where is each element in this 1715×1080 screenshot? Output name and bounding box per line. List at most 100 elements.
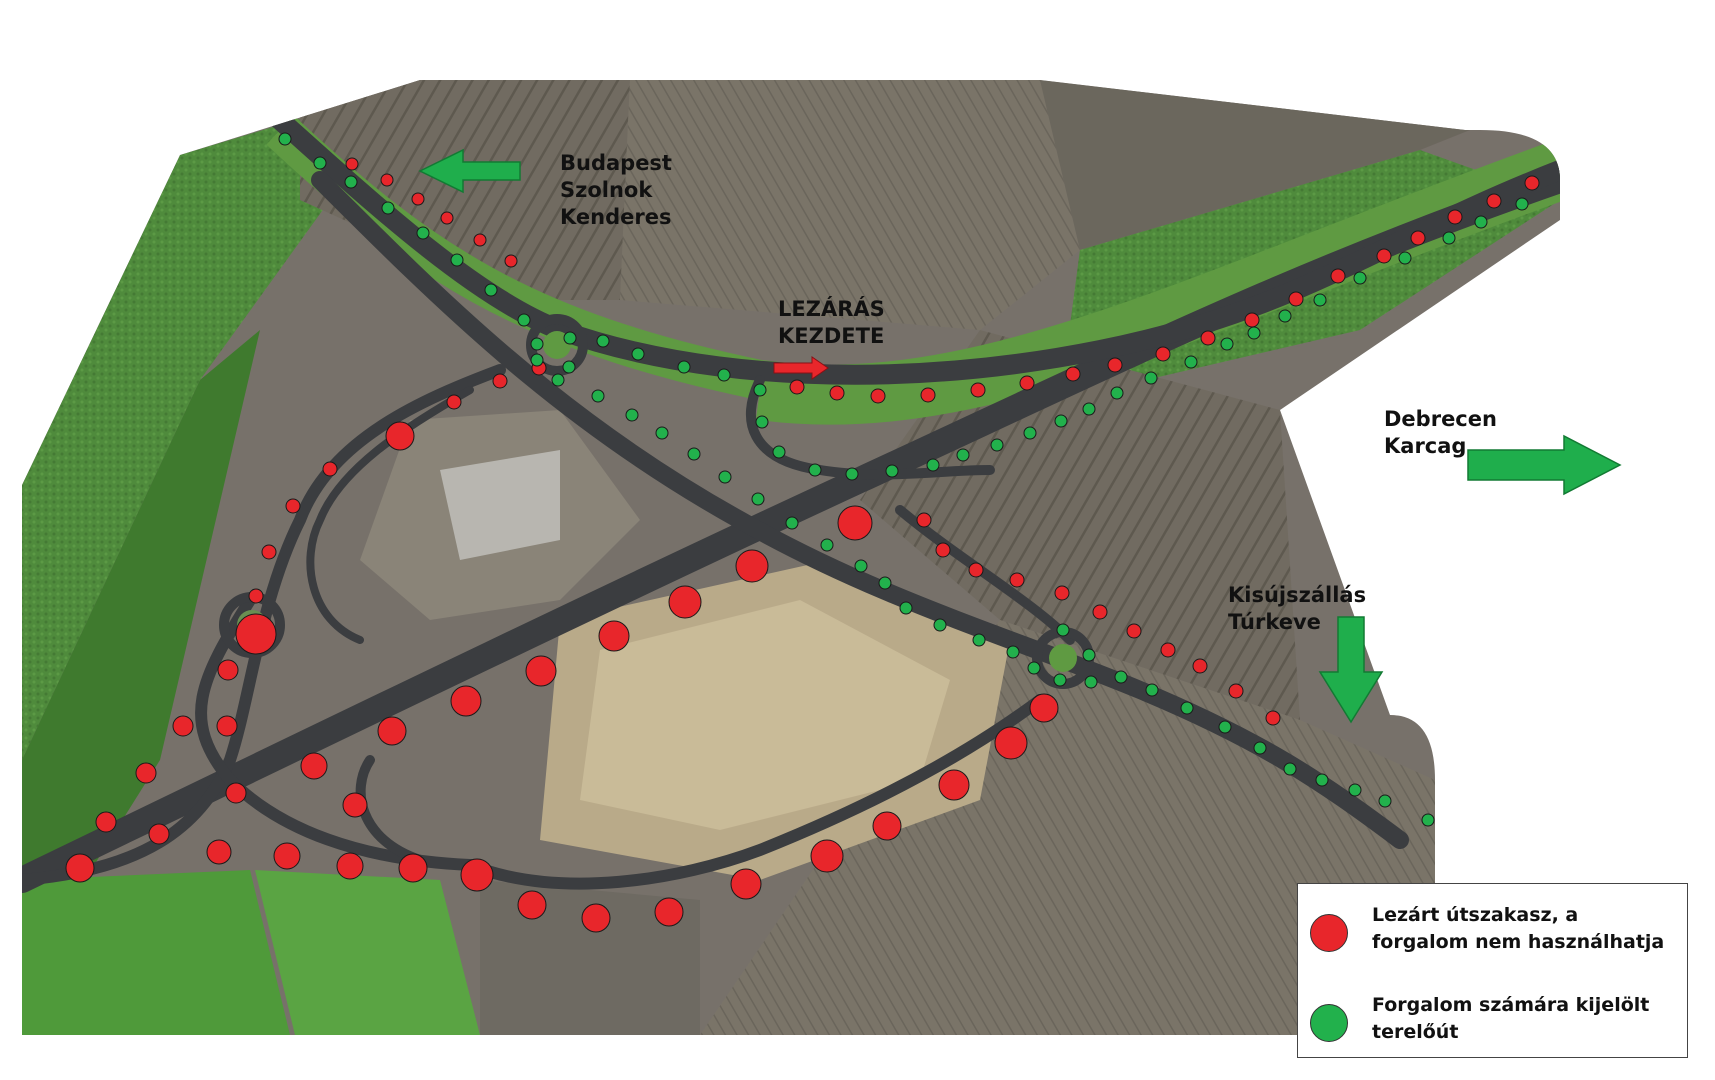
closed-marker: [385, 421, 415, 451]
closed-marker: [1192, 658, 1208, 674]
detour-road-markers: [278, 132, 1529, 827]
closed-marker: [261, 544, 277, 560]
detour-marker: [677, 360, 691, 374]
closed-marker: [994, 726, 1028, 760]
closed-marker: [206, 839, 232, 865]
detour-marker: [344, 175, 358, 189]
closed-marker: [380, 173, 394, 187]
detour-marker: [655, 426, 669, 440]
detour-marker: [990, 438, 1004, 452]
closed-marker: [217, 659, 239, 681]
detour-marker: [1056, 623, 1070, 637]
closed-marker: [285, 498, 301, 514]
detour-marker: [926, 458, 940, 472]
detour-marker: [1313, 293, 1327, 307]
detour-marker: [625, 408, 639, 422]
detour-marker: [885, 464, 899, 478]
detour-marker: [1114, 670, 1128, 684]
detour-marker: [1315, 773, 1329, 787]
closed-marker: [273, 842, 301, 870]
closed-marker: [1288, 291, 1304, 307]
closed-marker: [1265, 710, 1281, 726]
detour-marker: [1515, 197, 1529, 211]
detour-marker: [933, 618, 947, 632]
closed-marker: [1126, 623, 1142, 639]
closed-marker: [300, 752, 328, 780]
closed-marker: [411, 192, 425, 206]
detour-marker: [1421, 813, 1435, 827]
detour-marker: [1218, 720, 1232, 734]
detour-marker: [1145, 683, 1159, 697]
detour-marker: [517, 313, 531, 327]
detour-marker: [381, 201, 395, 215]
detour-marker: [1253, 741, 1267, 755]
detour-marker: [1180, 701, 1194, 715]
detour-marker: [718, 470, 732, 484]
detour-marker: [772, 445, 786, 459]
detour-marker: [631, 347, 645, 361]
detour-marker: [899, 601, 913, 615]
detour-marker: [753, 383, 767, 397]
detour-marker: [854, 559, 868, 573]
closed-marker: [735, 549, 769, 583]
label-closure-start: LEZÁRÁS KEZDETE: [778, 297, 885, 348]
detour-marker: [278, 132, 292, 146]
closed-marker: [730, 868, 762, 900]
detour-marker: [956, 448, 970, 462]
legend: Lezárt útszakasz, a forgalom nem használ…: [1297, 883, 1688, 1058]
closed-marker: [235, 613, 277, 655]
legend-detour-label: Forgalom számára kijelölt terelőút: [1372, 994, 1650, 1043]
detour-marker: [1283, 762, 1297, 776]
detour-marker: [785, 516, 799, 530]
detour-marker: [1353, 271, 1367, 285]
closed-marker: [135, 762, 157, 784]
closed-marker: [398, 853, 428, 883]
detour-marker: [717, 368, 731, 382]
closed-marker: [654, 897, 684, 927]
closed-marker: [1160, 642, 1176, 658]
legend-closed-label: Lezárt útszakasz, a forgalom nem használ…: [1372, 904, 1665, 953]
closed-marker: [322, 461, 338, 477]
closed-marker: [1029, 693, 1059, 723]
detour-marker: [1278, 309, 1292, 323]
detour-marker: [484, 283, 498, 297]
closed-marker: [342, 792, 368, 818]
closed-marker: [172, 715, 194, 737]
closed-marker-icon: [1310, 914, 1348, 952]
closed-marker: [970, 382, 986, 398]
detour-marker: [1378, 794, 1392, 808]
closed-marker: [920, 387, 936, 403]
closed-marker: [1330, 268, 1346, 284]
detour-marker: [1023, 426, 1037, 440]
closed-marker: [1019, 375, 1035, 391]
closed-marker: [225, 782, 247, 804]
detour-marker: [1220, 337, 1234, 351]
closed-marker: [810, 839, 844, 873]
closed-marker: [829, 385, 845, 401]
closed-marker: [968, 562, 984, 578]
detour-marker: [551, 373, 565, 387]
closed-marker: [1200, 330, 1216, 346]
detour-marker: [687, 447, 701, 461]
closed-marker: [1410, 230, 1426, 246]
detour-marker: [751, 492, 765, 506]
detour-marker: [1084, 675, 1098, 689]
closed-marker: [938, 769, 970, 801]
detour-marker: [1442, 231, 1456, 245]
detour-marker: [596, 334, 610, 348]
detour-marker-icon: [1310, 1004, 1348, 1042]
closed-marker: [446, 394, 462, 410]
closed-marker: [789, 379, 805, 395]
detour-marker: [313, 156, 327, 170]
detour-marker: [1348, 783, 1362, 797]
closed-marker: [1524, 175, 1540, 191]
detour-marker: [416, 226, 430, 240]
detour-marker: [1144, 371, 1158, 385]
closed-road-markers: [65, 157, 1540, 933]
label-south-destinations: Kisújszállás Túrkeve: [1228, 583, 1367, 634]
closed-marker: [872, 811, 902, 841]
closed-marker: [1107, 357, 1123, 373]
closed-marker: [492, 373, 508, 389]
arrow-down-icon: [1318, 616, 1384, 724]
